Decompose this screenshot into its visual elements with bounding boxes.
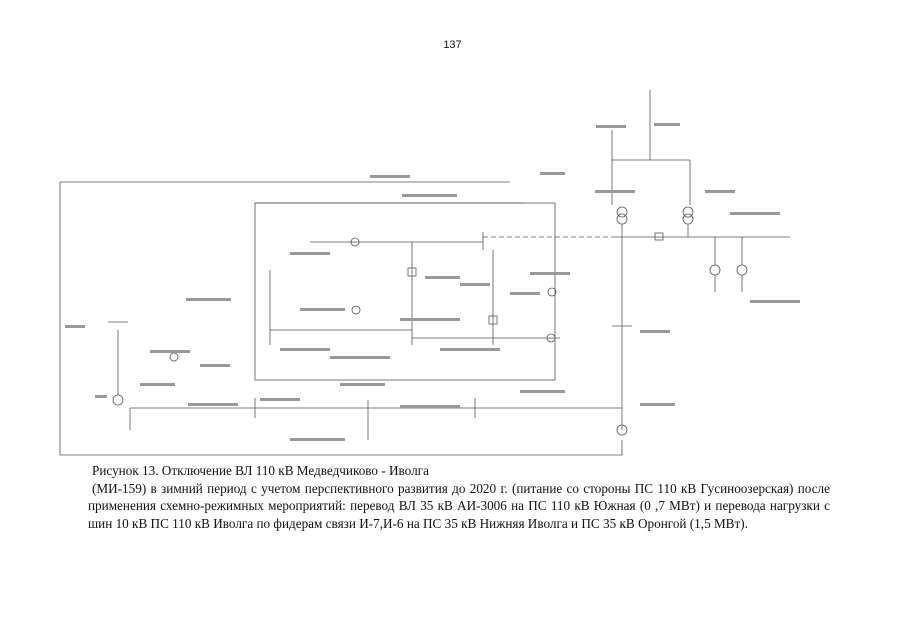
figure-title: Рисунок 13. Отключение ВЛ 110 кВ Медведч… [92, 463, 429, 478]
transformer-1 [616, 206, 628, 218]
transformer-2 [682, 206, 694, 218]
load-1 [709, 264, 721, 276]
transformer-3 [616, 424, 628, 436]
breaker-2 [488, 315, 498, 325]
page-number: 137 [443, 39, 462, 51]
breaker-1 [407, 267, 417, 277]
sectional-breaker [654, 232, 664, 241]
generator [112, 394, 124, 406]
electrical-schematic [59, 90, 800, 456]
figure-caption: Рисунок 13. Отключение ВЛ 110 кВ Медведч… [88, 462, 830, 532]
inner-frame [254, 202, 556, 381]
load-2 [736, 264, 748, 276]
figure-description: (МИ-159) в зимний период с учетом перспе… [88, 480, 830, 531]
outer-frame-line [59, 182, 623, 456]
schematic-labels-illegible [65, 123, 800, 441]
